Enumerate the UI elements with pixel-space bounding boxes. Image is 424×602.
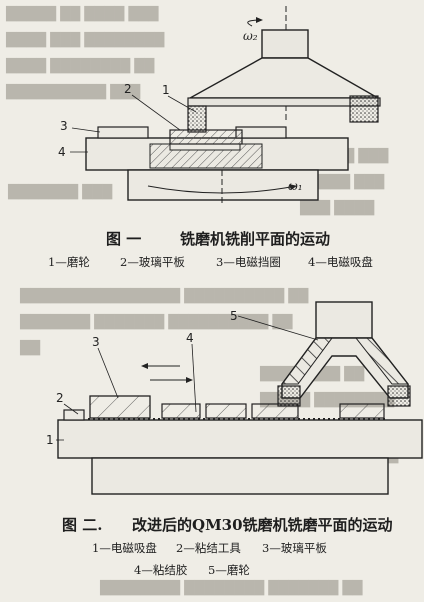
magnetic-stop-ring — [97, 126, 149, 139]
fig2-label-5: 5 — [230, 309, 238, 323]
fig2-legend-5: 5—磨轮 — [208, 563, 250, 577]
svg-text:████████████████ ██████████ ██: ████████████████ ██████████ ██ — [19, 287, 309, 304]
svg-text:██: ██ — [19, 339, 41, 356]
glass-plate-1 — [89, 395, 151, 419]
svg-text:██████████ ███: ██████████ ███ — [5, 83, 141, 100]
glass-plate — [169, 129, 243, 145]
magnetic-chuck: ω₁ — [85, 126, 349, 206]
chuck-base — [127, 169, 319, 201]
svg-text:█████ ██ ████ ███: █████ ██ ████ ███ — [5, 5, 159, 22]
magnetic-chuck-2 — [57, 363, 423, 495]
figure-1: ω₂ ω₁ 1 2 3 4 图 一 铣磨 — [48, 6, 381, 269]
fig1-label-4: 4 — [58, 145, 66, 159]
fig2-label-3: 3 — [92, 335, 100, 349]
svg-text:███████ ███: ███████ ███ — [7, 183, 113, 200]
fig1-caption-title: 铣磨机铣削平面的运动 — [180, 230, 330, 248]
fig1-legend-4: 4—电磁吸盘 — [308, 255, 373, 269]
fig1-label-2: 2 — [124, 82, 132, 96]
fig1-legend-1: 1—磨轮 — [48, 255, 90, 269]
fig2-legend-4: 4—粘结胶 — [134, 563, 188, 577]
fig1-label-1: 1 — [162, 83, 170, 97]
figure-2: 3 4 2 1 5 图 二. 改进后的QM30铣磨机铣磨平面的运动 1—电磁吸盘… — [46, 301, 423, 577]
fig1-legend-2: 2—玻璃平板 — [120, 255, 185, 269]
fig2-caption-number: 图 二. — [62, 516, 102, 534]
fig1-legend-3: 3—电磁挡圈 — [216, 255, 281, 269]
svg-text:████ ████████ ██: ████ ████████ ██ — [5, 57, 155, 74]
svg-text:█████ ███: █████ ███ — [299, 173, 385, 190]
wheel-segment-left — [187, 105, 207, 133]
svg-text:████ ███ ████████: ████ ███ ████████ — [5, 31, 165, 48]
fig2-legend-3: 3—玻璃平板 — [262, 541, 327, 555]
omega1-label: ω₁ — [288, 179, 303, 193]
svg-text:███████ ███████ ██████████ ██: ███████ ███████ ██████████ ██ — [19, 313, 293, 330]
fig2-label-1: 1 — [46, 433, 54, 447]
grinding-wheel-head — [187, 57, 381, 133]
wheel-segment-right — [349, 95, 379, 123]
bonding-tool — [63, 409, 85, 421]
grinding-wheel — [237, 301, 411, 407]
fig1-label-3: 3 — [60, 119, 68, 133]
svg-text:███ ████: ███ ████ — [299, 199, 375, 216]
omega2-label: ω₂ — [243, 29, 258, 43]
fig1-caption-number: 图 一 — [106, 230, 141, 248]
fig2-legend-2: 2—粘结工具 — [176, 541, 241, 555]
fig2-caption-title: 改进后的QM30铣磨机铣磨平面的运动 — [132, 516, 393, 534]
fig2-legend-1: 1—电磁吸盘 — [92, 541, 157, 555]
glass-plate-2 — [205, 403, 247, 419]
fig2-label-2: 2 — [56, 391, 64, 405]
svg-text:████████ ████████ ███████ ██: ████████ ████████ ███████ ██ — [99, 579, 363, 596]
fig2-label-4: 4 — [186, 331, 194, 345]
